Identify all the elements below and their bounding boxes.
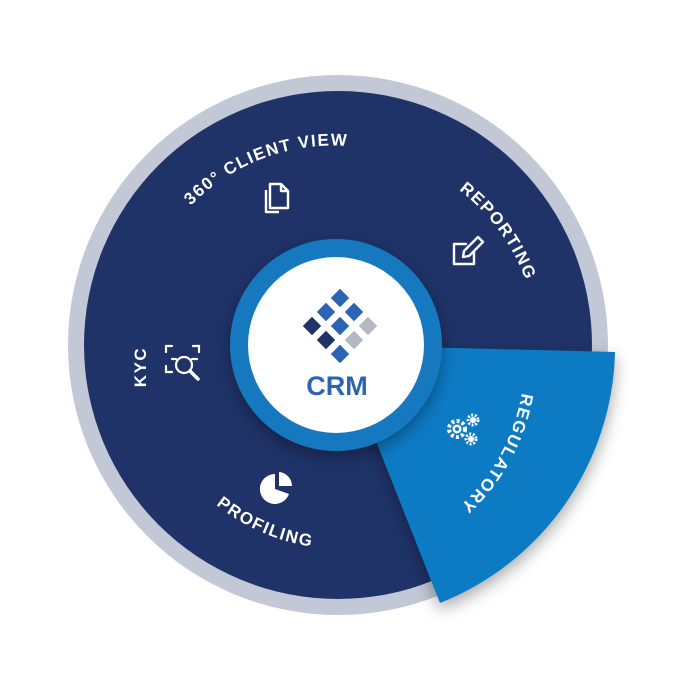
documents-icon [264,182,290,214]
center-label: CRM [306,371,368,401]
center-disc [248,257,424,433]
gears-icon [447,413,480,446]
pie-chart-icon [259,472,293,504]
search-scan-icon [164,344,201,381]
edit-icon [452,235,485,266]
crm-logo [302,288,378,364]
segment-label-kyc: KYC [131,347,150,387]
